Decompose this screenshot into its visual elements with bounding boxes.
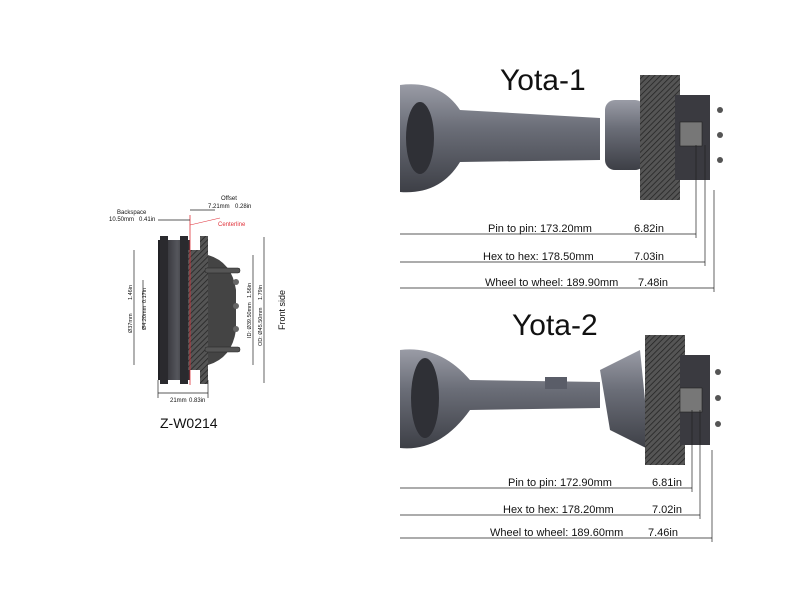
offset-label: Offset — [221, 196, 237, 202]
wheel-section — [645, 335, 685, 465]
backspace-label: Backspace — [117, 210, 147, 216]
bolt-head — [715, 421, 721, 427]
offset-mm: 7.21mm — [208, 204, 230, 210]
wheel-bolt — [204, 346, 241, 353]
knuckle — [600, 350, 650, 450]
wheel-section-drawing — [133, 209, 265, 398]
hex-hub — [679, 121, 703, 147]
hex-to-hex-label: Hex to hex: 178.50mm — [483, 251, 594, 263]
diff-cover — [406, 102, 434, 174]
wheel-to-wheel-label: Wheel to wheel: 189.60mm — [490, 527, 623, 539]
bolt-head — [233, 279, 239, 285]
wheel-to-wheel-in: 7.48in — [638, 277, 668, 289]
hole-dia-mm: Ø4.20mm — [142, 305, 148, 330]
bead-dia-mm: Ø37mm — [128, 313, 134, 333]
bead-dia-in: 1.46in — [128, 285, 134, 300]
pin-to-pin-in: 6.81in — [652, 477, 682, 489]
diff-cover — [411, 358, 439, 438]
bolt-head — [715, 395, 721, 401]
pin-to-pin-in: 6.82in — [634, 223, 664, 235]
knuckle — [605, 100, 645, 170]
axle-yota-2 — [400, 335, 721, 542]
rim-flange — [200, 236, 208, 384]
wheel-face — [208, 255, 236, 365]
backspace-mm: 10.50mm — [109, 217, 134, 223]
width-mm: 21mm — [170, 398, 187, 404]
bolt-head — [717, 107, 723, 113]
front-side-label: Front side — [277, 290, 287, 330]
wheel-bolt — [204, 267, 241, 274]
offset-in: 0.28in — [235, 204, 251, 210]
hole-dia-in: 0.17in — [142, 288, 148, 303]
id-in: 1.56in — [247, 283, 253, 298]
rim-flange — [180, 236, 188, 384]
rim-flange — [160, 236, 168, 384]
backspace-in: 0.41in — [139, 217, 155, 223]
bolt-head — [717, 132, 723, 138]
od-in: 1.79in — [258, 285, 264, 300]
wheel-section — [640, 75, 680, 200]
width-in: 0.83in — [189, 398, 205, 404]
pin-to-pin-label: Pin to pin: 172.90mm — [508, 477, 612, 489]
axle-title: Yota-1 — [500, 64, 586, 97]
wheel-to-wheel-label: Wheel to wheel: 189.90mm — [485, 277, 618, 289]
axle-bracket — [545, 377, 567, 389]
centerline-label: Centerline — [218, 222, 246, 228]
bolt-head — [233, 303, 239, 309]
pin-to-pin-label: Pin to pin: 173.20mm — [488, 223, 592, 235]
id-mm: ID: Ø39.50mm — [247, 302, 253, 338]
bolt-head — [717, 157, 723, 163]
hex-hub — [679, 387, 703, 413]
bolt-head — [715, 369, 721, 375]
hex-to-hex-in: 7.02in — [652, 504, 682, 516]
axle-housing — [400, 349, 600, 449]
hex-to-hex-in: 7.03in — [634, 251, 664, 263]
part-number: Z-W0214 — [160, 415, 218, 431]
axle-title: Yota-2 — [512, 309, 598, 342]
od-mm: OD: Ø45.50mm — [258, 307, 264, 346]
centerline-leader — [189, 217, 221, 226]
axle-housing — [400, 84, 600, 193]
hex-to-hex-label: Hex to hex: 178.20mm — [503, 504, 614, 516]
wheel-to-wheel-in: 7.46in — [648, 527, 678, 539]
bolt-head — [233, 326, 239, 332]
axle-yota-1 — [400, 75, 723, 292]
